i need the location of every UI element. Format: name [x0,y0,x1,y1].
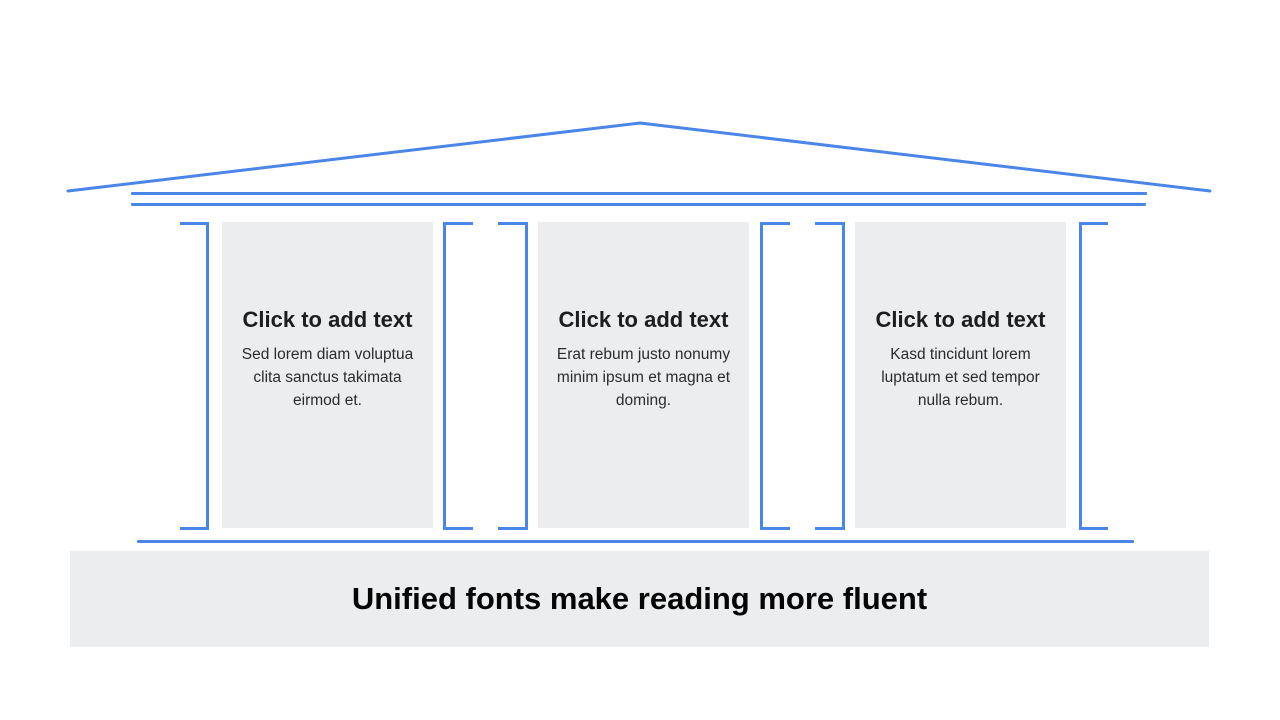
entablature-line-bottom [131,203,1146,206]
text-placeholder-card-1[interactable]: Click to add text Sed lorem diam voluptu… [222,222,433,528]
card-heading[interactable]: Click to add text [242,306,413,332]
card-heading[interactable]: Click to add text [558,306,729,332]
card-body[interactable]: Erat rebum justo nonumy minim ipsum et m… [556,345,731,409]
card-heading[interactable]: Click to add text [875,306,1046,332]
text-placeholder-card-3[interactable]: Click to add text Kasd tincidunt lorem l… [855,222,1066,528]
pillar-outline-2-left-half [760,222,790,530]
card-body[interactable]: Kasd tincidunt lorem luptatum et sed tem… [881,345,1040,409]
title-bar[interactable]: Unified fonts make reading more fluent [70,551,1209,647]
card-body[interactable]: Sed lorem diam voluptua clita sanctus ta… [241,345,414,409]
slide-title[interactable]: Unified fonts make reading more fluent [351,581,928,616]
pillar-outline-2-right-half [815,222,845,530]
pillar-outline-outer-left [180,222,209,530]
text-placeholder-card-2[interactable]: Click to add text Erat rebum justo nonum… [538,222,749,528]
pillar-outline-1-right-half [498,222,528,530]
pillar-outline-outer-right [1079,222,1108,530]
roof-polyline [66,121,1212,193]
entablature-line-top [131,192,1147,195]
stylobate-line [137,540,1134,543]
pillar-outline-1-left-half [443,222,473,530]
